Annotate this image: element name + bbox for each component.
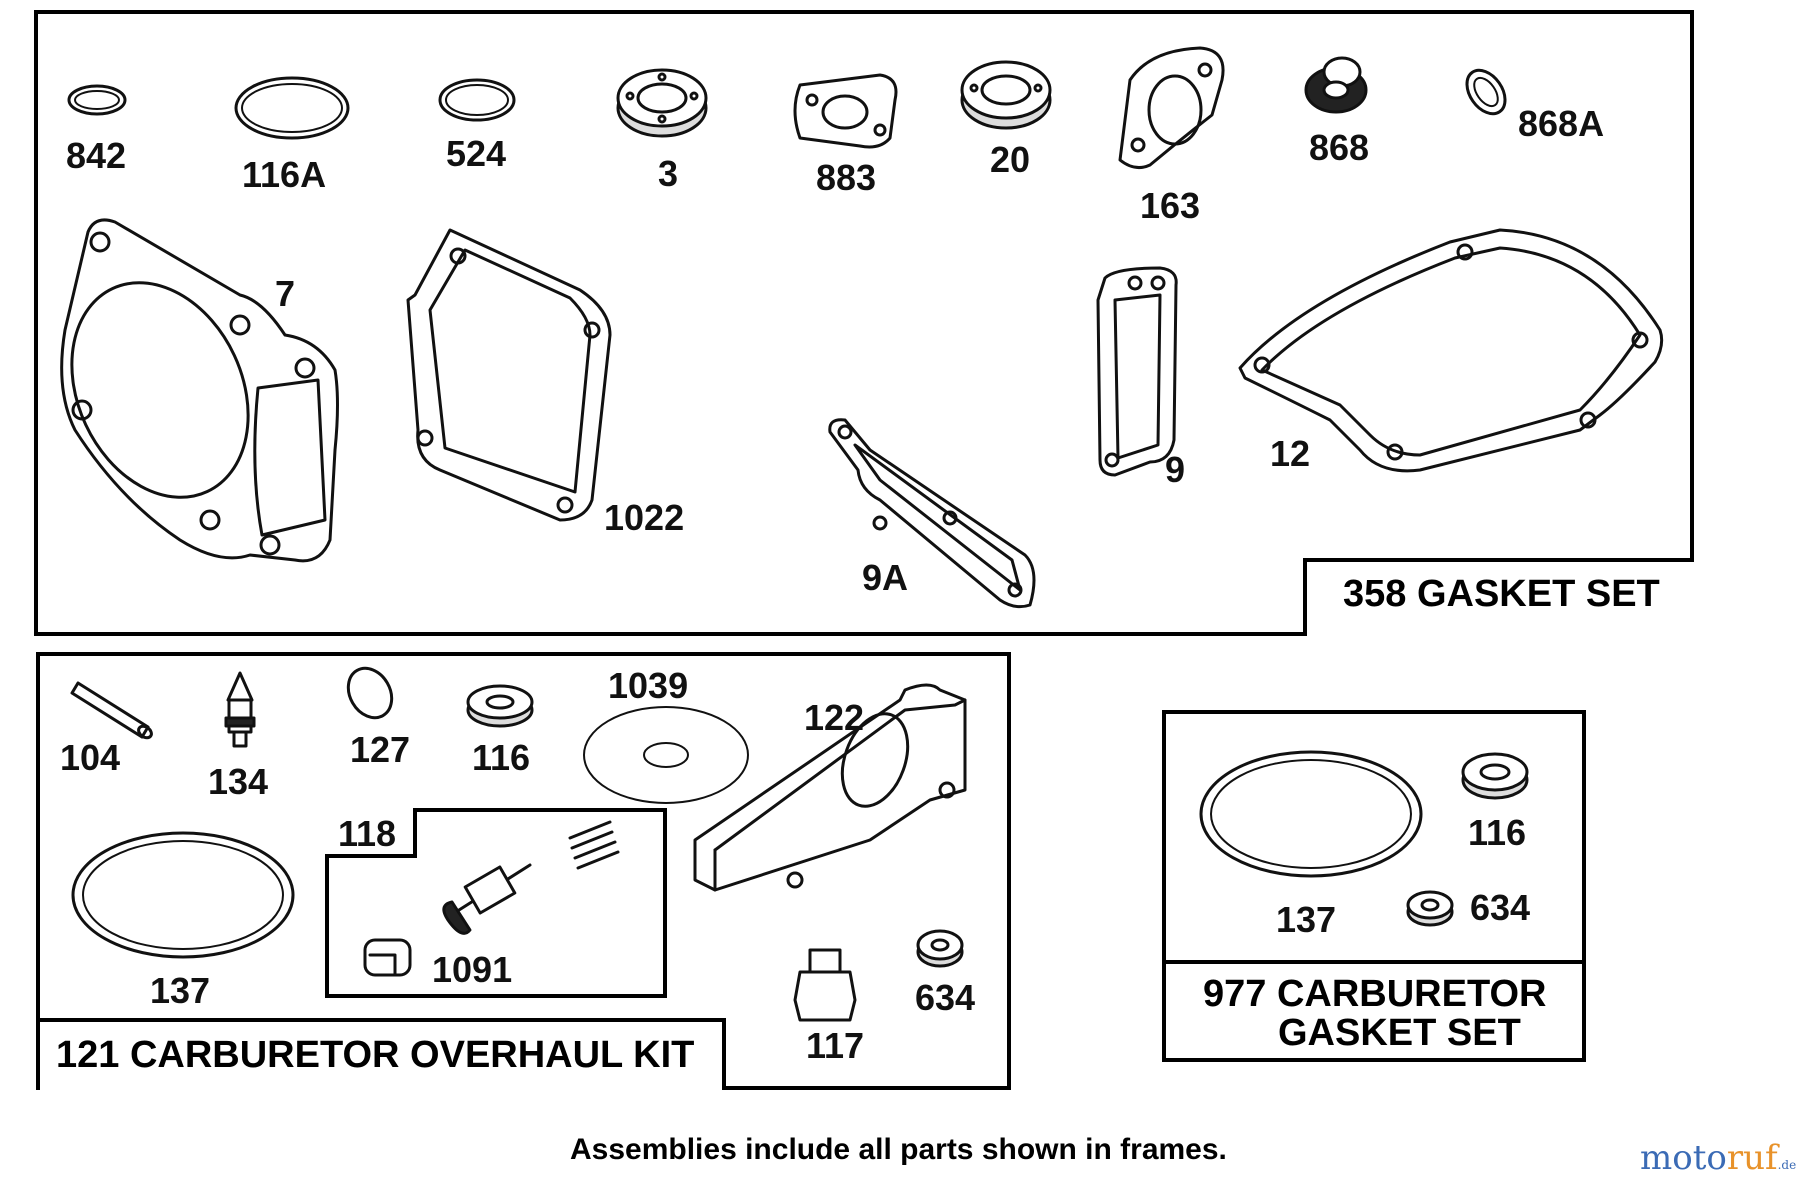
gasket-883-drawing — [793, 73, 898, 149]
disc-1039-drawing — [583, 706, 749, 804]
cgs-washer-634-drawing — [1406, 890, 1454, 927]
screw-1091-drawing — [442, 863, 532, 935]
part-label-137: 137 — [150, 970, 211, 1011]
part-label-1039: 1039 — [608, 665, 689, 706]
part-label-7: 7 — [275, 273, 296, 314]
subkit-118-frame — [325, 808, 667, 998]
carb-gasket-set-frame — [1162, 710, 1586, 1062]
part-label-1091: 1091 — [432, 949, 513, 990]
watermark-brand-a: moto — [1640, 1138, 1727, 1178]
spring-118-drawing — [568, 820, 620, 870]
part-label-524: 524 — [446, 133, 507, 174]
carb-gasket-divider — [1162, 960, 1586, 964]
part-label-12: 12 — [1270, 433, 1311, 474]
subkit-118-title: 118 — [338, 813, 397, 854]
washer-868a-drawing — [1465, 68, 1507, 116]
gasket-1022-drawing — [406, 228, 612, 522]
footer-note: Assemblies include all parts shown in fr… — [570, 1133, 1227, 1166]
part-label-127: 127 — [350, 729, 411, 770]
cgs-o-ring-137-drawing — [1199, 750, 1423, 878]
gasket-set-title: 358 GASKET SET — [1343, 573, 1660, 615]
overhaul-kit-title: 121 CARBURETOR OVERHAUL KIT — [56, 1034, 695, 1076]
part-label-868a: 868A — [1518, 103, 1605, 144]
part-label-116: 116 — [472, 737, 531, 778]
part-label-134: 134 — [208, 761, 269, 802]
subkit-118-title-box — [325, 808, 417, 858]
valve-868-drawing — [1304, 56, 1368, 114]
part-label-3: 3 — [658, 153, 679, 194]
part-label-9: 9 — [1165, 449, 1186, 490]
needle-134-drawing — [224, 671, 256, 748]
spacer-122-drawing — [693, 683, 967, 892]
part-label-883: 883 — [816, 157, 877, 198]
gasket-set-frame — [34, 10, 1694, 636]
part-label-1022: 1022 — [604, 497, 685, 538]
cgs-part-label-116: 116 — [1468, 812, 1527, 853]
head-gasket-7-drawing — [60, 218, 339, 563]
carb-gasket-set-title-line1: 977 CARBURETOR — [1203, 973, 1547, 1015]
watermark-logo: motoruf.de — [1640, 1138, 1796, 1178]
gasket-12-drawing — [1238, 228, 1664, 473]
part-label-163: 163 — [1140, 185, 1201, 226]
watermark-brand-b: ruf — [1726, 1138, 1778, 1178]
o-ring-524-drawing — [438, 78, 516, 122]
plug-127-drawing — [346, 666, 394, 720]
part-label-20: 20 — [990, 139, 1031, 180]
cgs-part-label-137: 137 — [1276, 899, 1337, 940]
cgs-washer-116-drawing — [1461, 752, 1529, 800]
part-label-842: 842 — [66, 135, 127, 176]
part-label-104: 104 — [60, 737, 121, 778]
washer-634-drawing — [916, 929, 964, 968]
overhaul-kit-title-box — [36, 1018, 726, 1090]
gasket-9-drawing — [1096, 266, 1178, 477]
part-label-117: 117 — [806, 1025, 865, 1066]
part-label-116a: 116A — [242, 154, 327, 195]
part-label-122: 122 — [804, 697, 865, 738]
part-label-634: 634 — [915, 977, 976, 1018]
gasket-set-title-box — [1303, 558, 1694, 636]
pin-104-drawing — [70, 681, 153, 740]
seal-3-drawing — [616, 68, 708, 138]
gasket-163-drawing — [1118, 46, 1225, 170]
gasket-9a-drawing — [828, 418, 1036, 609]
part-label-868: 868 — [1309, 127, 1370, 168]
o-ring-116a-drawing — [234, 76, 350, 140]
watermark-tld: .de — [1777, 1158, 1797, 1172]
part-label-9a: 9A — [862, 557, 909, 598]
o-ring-842-drawing — [67, 84, 127, 116]
seat-1091-drawing — [363, 938, 412, 977]
cgs-part-label-634: 634 — [1470, 887, 1531, 928]
seal-20-drawing — [960, 60, 1052, 130]
fitting-117-drawing — [793, 948, 857, 1022]
o-ring-137-drawing — [71, 831, 295, 959]
carb-gasket-set-title-line2: GASKET SET — [1278, 1012, 1521, 1054]
washer-116-drawing — [466, 684, 534, 728]
